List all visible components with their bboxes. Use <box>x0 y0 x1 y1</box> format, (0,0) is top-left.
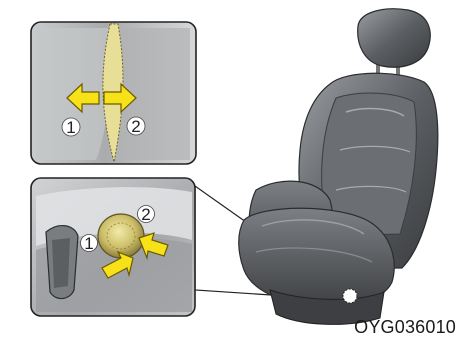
figure-code: OYG036010 <box>354 317 456 338</box>
top-label-2: 2 <box>131 117 140 136</box>
top-label-1: 1 <box>66 118 75 137</box>
bottom-inset: 1 2 <box>31 178 195 316</box>
seat-illustration <box>239 9 438 325</box>
top-inset: 1 2 <box>31 22 196 164</box>
lumbar-knob-location <box>343 289 357 303</box>
headrest <box>358 9 431 67</box>
bottom-label-1: 1 <box>84 234 93 253</box>
bottom-label-2: 2 <box>141 205 150 224</box>
lumbar-knob <box>98 214 144 258</box>
